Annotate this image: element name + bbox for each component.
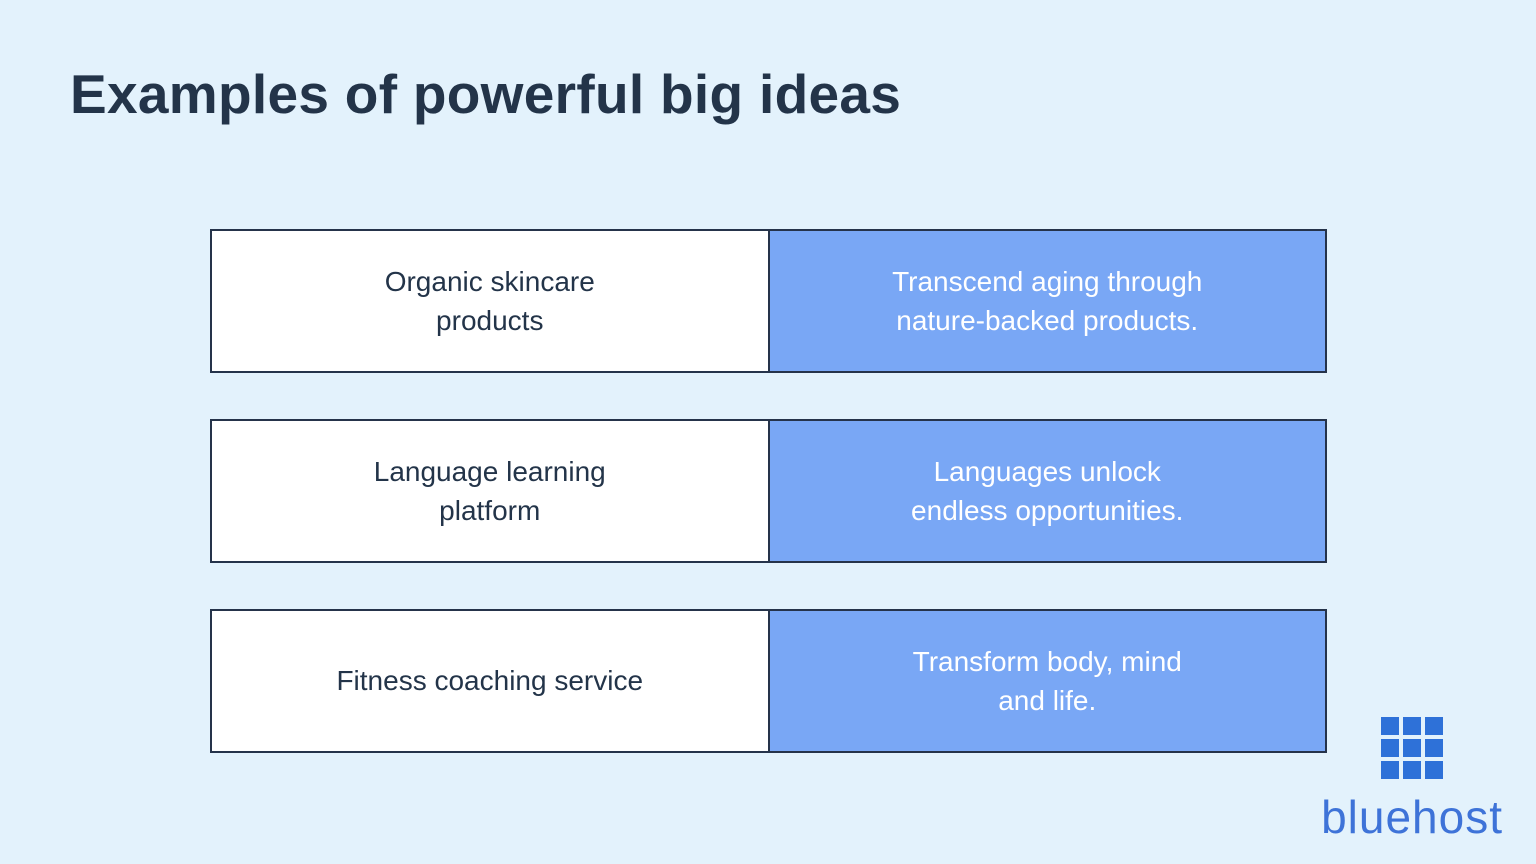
logo-square	[1403, 739, 1422, 757]
logo-square	[1381, 739, 1400, 757]
logo-square	[1425, 761, 1444, 779]
logo-square	[1403, 717, 1422, 735]
logo-square	[1403, 761, 1422, 779]
bluehost-grid-icon	[1381, 717, 1444, 779]
big-idea-cell: Transcend aging through nature-backed pr…	[769, 231, 1325, 371]
big-idea-cell: Languages unlock endless opportunities.	[769, 421, 1325, 561]
topic-cell: Fitness coaching service	[212, 611, 770, 751]
page-title: Examples of powerful big ideas	[70, 63, 902, 125]
topic-cell: Language learning platform	[212, 421, 770, 561]
table-row: Organic skincare products Transcend agin…	[210, 229, 1327, 373]
table-row: Language learning platform Languages unl…	[210, 419, 1327, 563]
topic-cell: Organic skincare products	[212, 231, 770, 371]
logo-square	[1381, 761, 1400, 779]
logo-square	[1425, 739, 1444, 757]
logo-square	[1381, 717, 1400, 735]
table-row: Fitness coaching service Transform body,…	[210, 609, 1327, 753]
bluehost-wordmark: bluehost	[1321, 791, 1503, 843]
logo-square	[1425, 717, 1444, 735]
examples-table: Organic skincare products Transcend agin…	[210, 229, 1327, 753]
bluehost-logo: bluehost	[1321, 717, 1503, 840]
big-idea-cell: Transform body, mind and life.	[769, 611, 1325, 751]
